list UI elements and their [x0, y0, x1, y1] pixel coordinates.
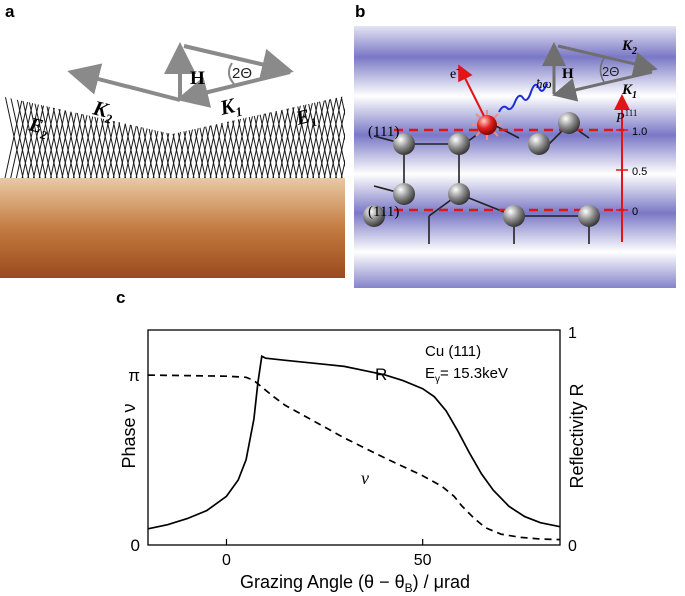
- position-axis-label: P111: [615, 108, 637, 126]
- vector-K2-arrow: [67, 63, 181, 102]
- fringe-line: [38, 94, 58, 179]
- vector-H-label: H: [562, 66, 574, 82]
- atom: [393, 133, 415, 155]
- annotation-material: Cu (111): [425, 343, 481, 360]
- fringe-line: [21, 96, 41, 179]
- y-left-axis-label: Phase ν: [119, 403, 139, 468]
- position-tick-1.0: 1.0: [632, 126, 647, 138]
- fringe-line: [312, 94, 332, 179]
- fringe-line: [340, 159, 345, 179]
- standing-wave-background: [354, 26, 676, 288]
- field-E2-label: E2: [25, 113, 51, 142]
- fringe-line: [329, 107, 345, 179]
- fringe-line: [27, 94, 47, 179]
- plot-frame: [147, 329, 561, 546]
- scattering-vector-diagram: [67, 42, 294, 108]
- panel-b-diagram: e- ħω (111) (111) P111 1.0 0.5 0 H 2Θ K2…: [354, 26, 676, 288]
- vector-K2-label: K2: [89, 95, 117, 127]
- fringe-line: [323, 94, 343, 179]
- position-tick-0.5: 0.5: [632, 166, 647, 178]
- angle-arc: [228, 62, 235, 85]
- atom: [448, 183, 470, 205]
- vector-K1-label: K1: [621, 82, 637, 101]
- atom: [393, 183, 415, 205]
- panel-b-label: b: [355, 2, 366, 21]
- atom: [448, 133, 470, 155]
- annotation-energy: Eγ= 15.3keV: [425, 365, 508, 385]
- y-right-tick-label: 0: [568, 538, 577, 555]
- scattering-vector-diagram: [542, 42, 658, 102]
- excited-atom: [472, 110, 502, 140]
- vector-H-label: H: [190, 68, 205, 89]
- crystal-substrate: [0, 178, 345, 278]
- y-left-tick-label: π: [128, 366, 140, 385]
- angle-label: 2Θ: [232, 65, 252, 82]
- atom: [363, 205, 385, 227]
- panel-a-label: a: [5, 2, 15, 21]
- fringe-line: [44, 96, 64, 179]
- fringe-mask: [0, 90, 345, 134]
- fringe-line: [278, 94, 298, 179]
- lattice-atoms: [363, 112, 600, 227]
- x-ticks: 0 50: [222, 539, 432, 569]
- position-tick-0: 0: [632, 206, 638, 218]
- series-group: [147, 354, 561, 541]
- series-nu-line: [147, 374, 561, 541]
- fringe-line: [33, 96, 52, 179]
- fringe-line: [295, 96, 315, 179]
- y-left-ticks: 0π: [128, 366, 140, 555]
- vector-K2-label: K2: [621, 38, 637, 57]
- y-right-ticks: 01: [568, 325, 577, 555]
- plane-label-lower: (111): [368, 204, 399, 220]
- y-left-tick-label: 0: [131, 536, 140, 555]
- fringe-line: [318, 96, 337, 179]
- x-tick-label: 50: [414, 552, 432, 569]
- standing-wave-pattern: [0, 90, 345, 179]
- fringe-line: [335, 132, 345, 179]
- atom: [578, 205, 600, 227]
- series-nu-label: ν: [361, 468, 369, 488]
- y-right-axis-label: Reflectivity R: [567, 383, 587, 488]
- series-R-line: [147, 354, 561, 530]
- fringe-line: [300, 94, 320, 179]
- panel-c-label: c: [116, 288, 126, 307]
- fringe-line: [283, 96, 303, 179]
- photon-label: ħω: [536, 76, 552, 91]
- x-tick-label: 0: [222, 552, 231, 569]
- y-right-tick-label: 1: [568, 325, 577, 342]
- x-axis-label: Grazing Angle (θ − θB) / μrad: [240, 572, 470, 595]
- electron-emission-arrow: [458, 64, 485, 117]
- fringe-line: [306, 96, 326, 179]
- angle-label: 2Θ: [602, 64, 619, 79]
- vector-Kref-arrow: [183, 44, 294, 81]
- fringe-line: [340, 96, 345, 116]
- fringe-line: [10, 96, 30, 179]
- fringe-line: [289, 94, 309, 179]
- field-E1-label: E1: [293, 104, 319, 133]
- atom: [528, 133, 550, 155]
- series-R-label: R: [375, 365, 387, 384]
- plane-label-upper: (111): [368, 124, 399, 140]
- photon-wave: [498, 81, 548, 113]
- atom: [503, 205, 525, 227]
- atom: [558, 112, 580, 134]
- fringe-line: [4, 94, 24, 179]
- panel-a-diagram: H 2Θ K2 K1 E2 E1: [0, 42, 345, 278]
- fringe-line: [272, 96, 292, 179]
- fringe-line: [15, 94, 35, 179]
- electron-label: e-: [450, 64, 460, 82]
